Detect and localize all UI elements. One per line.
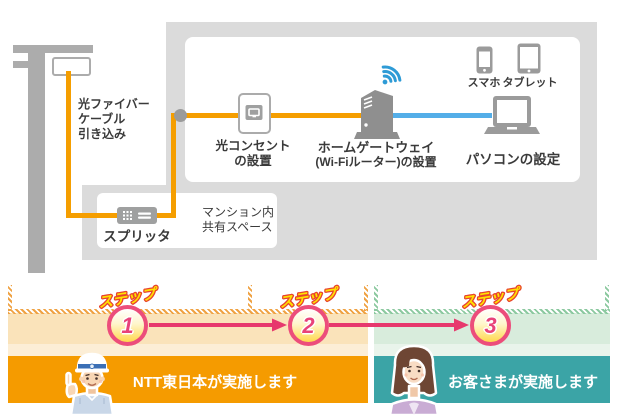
step-number-3: 3 bbox=[484, 312, 497, 338]
hatch-ear-orange-1 bbox=[8, 285, 12, 311]
step-number-2: 2 bbox=[302, 312, 315, 338]
junction-dot-icon bbox=[174, 109, 187, 122]
home-gateway-label: ホームゲートウェイ (Wi-Fiルーター)の設置 bbox=[315, 140, 437, 169]
step-circle-3: 3 bbox=[470, 305, 511, 346]
step-arrow-2-to-3 bbox=[329, 318, 469, 332]
lan-cable-line bbox=[392, 113, 492, 118]
wifi-waves-icon bbox=[381, 65, 402, 85]
hatch-ear-orange-3 bbox=[364, 285, 368, 311]
smartphone-label: スマホ bbox=[467, 77, 501, 89]
hatch-ear-orange-2 bbox=[248, 285, 252, 311]
ntt-steps-panel-lightband bbox=[8, 344, 368, 356]
optical-outlet-label: 光コンセント の設置 bbox=[215, 139, 291, 168]
hatch-ear-green-1 bbox=[374, 285, 378, 311]
shared-space-label: マンション内 共有スペース bbox=[202, 205, 275, 234]
pc-setup-label: パソコンの設定 bbox=[465, 152, 561, 167]
step-circle-1: 1 bbox=[107, 305, 148, 346]
fiber-cable-drop-line bbox=[66, 71, 71, 216]
utility-pole-stub bbox=[13, 61, 28, 68]
ntt-banner-text: NTT東日本が実施します bbox=[132, 374, 298, 391]
tablet-icon bbox=[517, 43, 541, 74]
step-number-1: 1 bbox=[121, 312, 134, 338]
splitter-label: スプリッタ bbox=[103, 229, 171, 244]
splitter-device-icon bbox=[117, 207, 157, 224]
optical-outlet-icon bbox=[238, 93, 271, 134]
customer-woman-character-illustration bbox=[388, 344, 440, 415]
cable-closure-box-icon bbox=[52, 57, 91, 76]
hatch-ear-green-2 bbox=[605, 285, 609, 311]
customer-steps-panel-lightband bbox=[374, 344, 610, 356]
fiber-intake-label: 光ファイバー ケーブル 引き込み bbox=[78, 97, 150, 141]
customer-banner-text: お客さまが実施します bbox=[447, 374, 598, 391]
step-circle-2: 2 bbox=[288, 305, 329, 346]
smartphone-icon bbox=[476, 46, 493, 74]
home-gateway-tower-icon bbox=[354, 90, 400, 139]
ntt-worker-character-illustration bbox=[65, 352, 115, 415]
hatch-border-orange-top bbox=[8, 309, 368, 314]
utility-pole-crossarm bbox=[13, 45, 93, 53]
laptop-icon bbox=[484, 96, 540, 134]
utility-pole bbox=[28, 45, 45, 273]
fiber-cable-riser-line bbox=[171, 115, 176, 218]
step-arrow-1-to-2 bbox=[149, 318, 287, 332]
tablet-label: タブレット bbox=[502, 77, 558, 89]
